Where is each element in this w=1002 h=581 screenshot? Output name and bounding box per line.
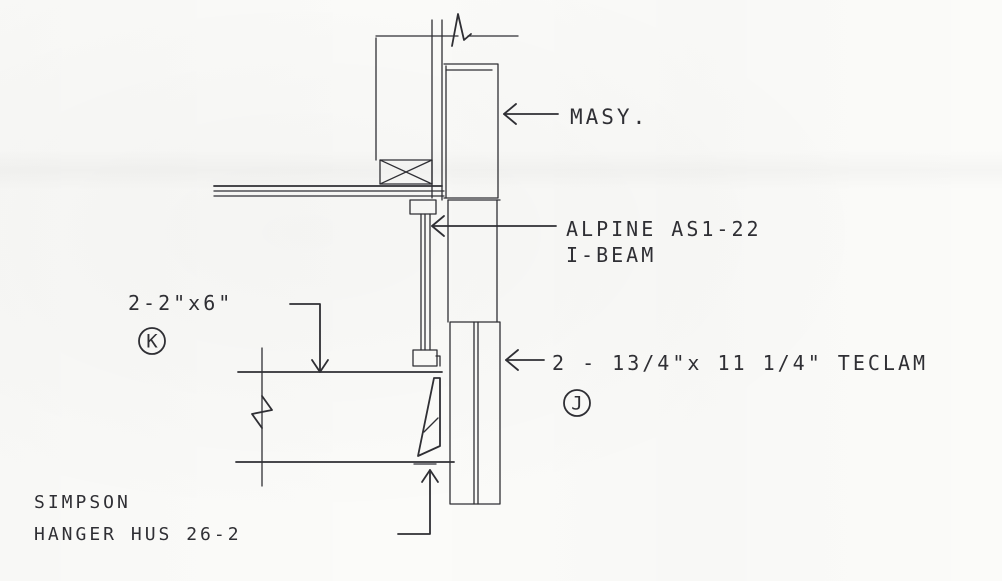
top-break-mark-icon	[451, 13, 472, 47]
upper-wall	[375, 19, 519, 201]
joist-label-line2: I-BEAM	[566, 243, 656, 267]
blocking-label: 2-2"x6"	[128, 291, 233, 315]
paper-smudge	[0, 150, 1002, 190]
beam-label: 2 - 13/4"x 11 1/4" TECLAM	[552, 351, 928, 375]
hanger-label-line2: HANGER HUS 26-2	[34, 524, 242, 545]
joist-break-mark-icon	[251, 395, 273, 429]
blocking-tag: K	[138, 327, 166, 355]
floor-line	[213, 185, 445, 197]
beam-tag-letter: J	[571, 393, 582, 415]
beam-leader	[505, 349, 545, 371]
wall-plate	[379, 159, 433, 185]
circle-tag-icon	[138, 327, 166, 355]
circle-tag-icon	[563, 389, 591, 417]
masonry-label: MASY.	[570, 105, 648, 129]
beam-tag: J	[563, 389, 591, 417]
hanger-leader	[397, 469, 439, 535]
masonry-wall	[443, 63, 499, 199]
beam-teclam	[449, 321, 501, 505]
blocking-leader	[289, 303, 329, 373]
masonry-leader	[503, 103, 559, 125]
simpson-hanger	[413, 377, 441, 465]
lower-joist-lines	[235, 347, 455, 487]
joist-leader	[431, 215, 557, 237]
blocking-tag-letter: K	[146, 331, 158, 353]
i-joist	[409, 199, 441, 367]
joist-label-line1: ALPINE AS1-22	[566, 217, 762, 241]
hanger-label-line1: SIMPSON	[34, 492, 131, 513]
lower-masonry-wall	[447, 199, 501, 323]
